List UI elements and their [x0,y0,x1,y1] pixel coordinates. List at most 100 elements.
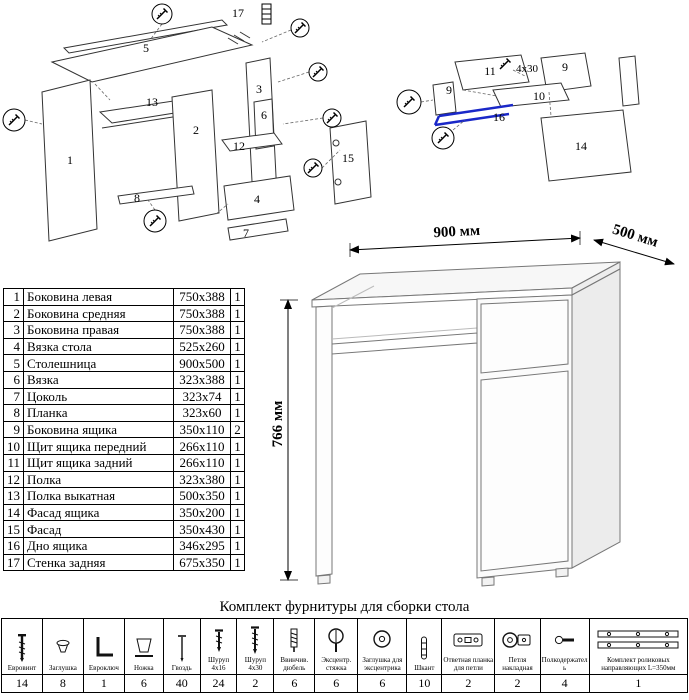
part-name: Фасад ящика [23,503,174,522]
drawer-slides-icon [591,624,686,656]
hardware-label: Ножка [134,664,154,673]
callout-3: 3 [256,82,262,96]
part-size: 266x110 [173,437,231,455]
part-number: 16 [3,536,24,555]
part-name: Дно ящика [23,536,174,555]
part-size: 350x200 [173,503,231,522]
part-number: 6 [3,370,24,389]
hex-key-icon [85,632,123,664]
hardware-label: Гвоздь [171,664,192,673]
part-number: 2 [3,304,24,323]
part-size: 323x74 [173,387,231,406]
drawer-face [480,299,569,374]
drawer-front [540,109,632,182]
hardware-qty: 8 [41,674,84,693]
leg-icon [126,632,162,664]
callout-14: 14 [575,139,587,153]
screw-4x30-icon [238,624,272,656]
screw-detail-icon [396,89,422,115]
fastener-details-group [2,3,342,233]
part-size: 500x350 [173,487,231,505]
part-qty: 1 [230,437,245,455]
part-plinth [227,218,289,241]
hardware-item: Ножка [123,618,164,675]
screw-in-dowel-icon [275,624,313,656]
callout-10: 10 [533,89,545,103]
screw-size-note: 4x30 [516,63,539,75]
part-size: 346x295 [173,536,231,555]
part-qty: 1 [230,404,245,422]
part-qty: 2 [230,420,245,439]
exploded-view-desk: 5 17 1 13 2 3 6 12 4 7 8 15 [2,3,372,242]
part-qty: 1 [230,370,245,389]
callout-13: 13 [146,95,158,109]
callout-4: 4 [254,192,260,206]
parts-table-row: 1 Боковина левая 750x388 1 [3,288,245,306]
hardware-item: Евровинт [1,618,43,675]
parts-table-row: 15 Фасад 350x430 1 [3,520,245,538]
part-middle-side [171,89,220,222]
dimension-depth: 500 мм [593,222,675,266]
desk-foot [317,574,331,585]
drawer-side-left [432,81,457,116]
part-number: 15 [3,520,24,538]
hardware-item: Ввинчив. дюбель [273,618,316,675]
hardware-label: Заглушка для эксцентрика [362,656,403,673]
part-number: 4 [3,337,24,356]
wood-dowel-icon [408,632,440,664]
callout-17: 17 [232,6,244,20]
parts-table-row: 10 Щит ящика передний 266x110 1 [3,437,245,455]
hardware-label: Полкодержатель [541,656,588,673]
part-size: 266x110 [173,453,231,472]
desk-body-group [311,261,621,587]
part-shelf [221,132,283,152]
hardware-item: Заглушка для эксцентрика [357,618,408,675]
hardware-label: Ввинчив. дюбель [280,656,309,673]
part-name: Стенка задняя [23,553,174,572]
hardware-item: Шуруп 4x16 [199,618,238,675]
part-qty: 1 [230,387,245,406]
desk-panels-group [41,19,372,242]
screw-detail-icon [151,3,173,25]
parts-table-row: 9 Боковина ящика 350x110 2 [3,420,245,439]
cap-icon [44,632,82,664]
hardware-item: Ответная планка для петли [441,618,496,675]
euro-screw-icon [3,632,41,664]
part-name: Планка [23,404,174,422]
hardware-qty: 4 [539,674,590,693]
hardware-qty: 1 [588,674,689,693]
exploded-view-drawer: 4x30 9 11 9 10 16 14 [396,52,640,182]
part-number: 17 [3,553,24,572]
parts-table-row: 7 Цоколь 323x74 1 [3,387,245,406]
hinge-cup-mark [332,139,340,147]
parts-table-row: 17 Стенка задняя 675x350 1 [3,553,245,572]
part-size: 323x380 [173,470,231,489]
part-desktop-panel [50,26,254,83]
part-back-wall [62,19,229,54]
hardware-qty: 2 [236,674,275,693]
drawer-panel-edge [618,55,640,107]
cam-cap-icon [359,624,405,656]
parts-table-row: 11 Щит ящика задний 266x110 1 [3,453,245,472]
hardware-label: Шуруп 4x16 [207,656,230,673]
desk-foot [555,567,569,578]
roller-guide-rail [438,103,514,118]
part-callouts-group: 5 17 1 13 2 3 6 12 4 7 8 15 [67,6,354,240]
dimension-height-label: 766 мм [272,401,286,448]
part-name: Боковина ящика [23,420,174,439]
parts-table-row: 3 Боковина правая 750x388 1 [3,321,245,339]
hardware-item: Гвоздь [162,618,201,675]
part-size: 750x388 [173,288,231,306]
parts-table-row: 5 Столешница 900x500 1 [3,354,245,372]
door-face [480,370,569,572]
part-number: 5 [3,354,24,372]
screw-detail-icon [290,18,310,38]
part-number: 9 [3,420,24,439]
part-name: Щит ящика передний [23,437,174,455]
parts-table-row: 6 Вязка 323x388 1 [3,370,245,389]
assembled-desk-drawing: 900 мм 500 мм 766 мм [272,222,675,587]
hardware-label: Петля накладная [502,656,533,673]
dimension-height: 766 мм [272,299,298,581]
part-name: Цоколь [23,387,174,406]
